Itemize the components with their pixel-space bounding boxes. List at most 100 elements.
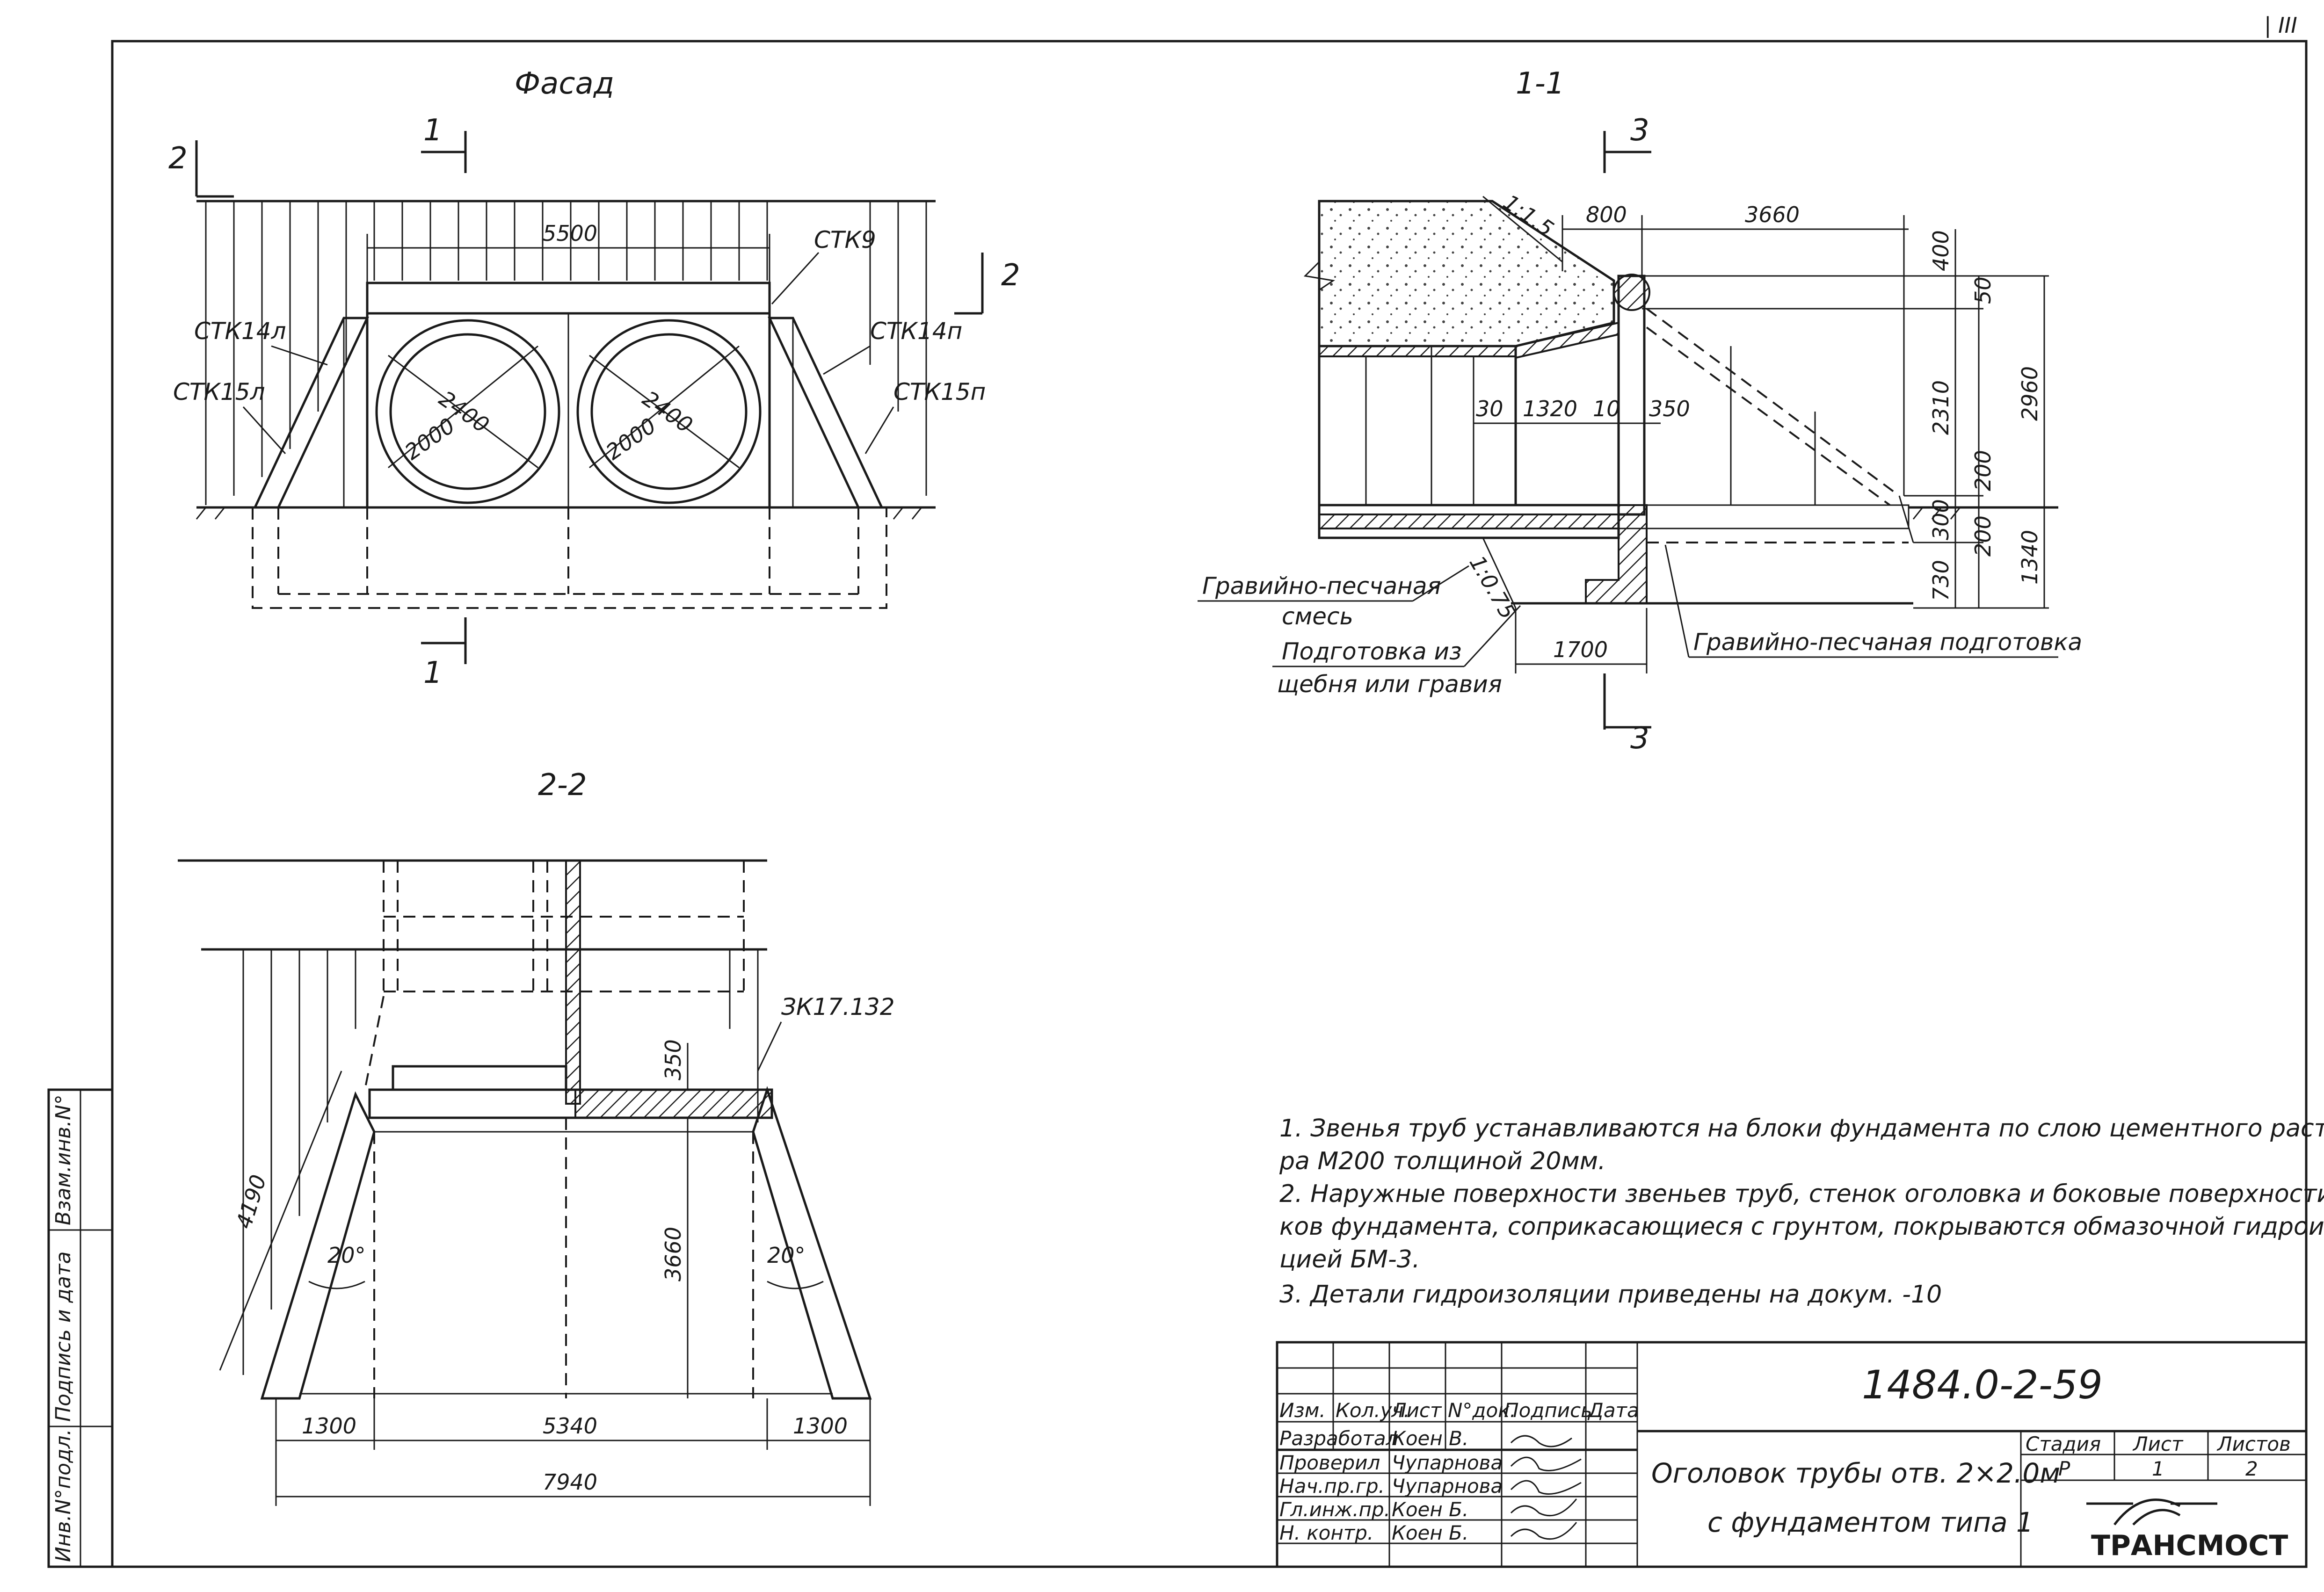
tb-name-1: Чупарнова [1392,1451,1503,1474]
tb-stage-label: Стадия [2026,1433,2101,1455]
dim-inner-d-right: 2000 [601,413,661,465]
slope-bottom: 1:0.75 [1464,551,1520,623]
label-stk9: СТК9 [814,226,876,253]
label-stk14p: СТК14п [870,318,962,345]
label-gravel-mix-2: смесь [1282,603,1353,630]
note-line-6: 3. Детали гидроизоляции приведены на док… [1279,1281,1942,1309]
section-mark-3-top: 3 [1603,113,1651,173]
pipe-body [1318,345,1517,507]
section-mark-2-left: 2 [168,140,234,198]
facade-view: Фасад [168,66,1020,690]
note-line-4: ков фундамента, соприкасающиеся с грунто… [1279,1213,2324,1241]
ground-ticks-facade [196,507,922,520]
dim-350: 350 [1649,396,1690,421]
tb-head-list: Лист [1391,1399,1442,1422]
label-prep-1: Подготовка из [1282,638,1462,665]
svg-text:2: 2 [168,141,188,176]
tb-sheets-label: Листов [2216,1433,2291,1455]
signatures [1510,1435,1582,1540]
facade-foundation [252,507,887,609]
logo-text: ТРАНСМОСТ [2091,1529,2288,1562]
label-gravel-prep: Гравийно-песчаная подготовка [1693,629,2082,656]
tb-doc-code: 1484.0-2-59 [1862,1362,2103,1408]
pipe-right-inner [590,333,748,490]
label-stk14l: СТК14л [194,318,286,345]
tb-name-4: Коен Б. [1392,1521,1468,1544]
dim-1320: 1320 [1523,396,1577,421]
dim-1300-left: 1300 [302,1413,356,1439]
svg-text:3: 3 [1630,113,1649,148]
tb-head-sign: Подпись [1504,1399,1592,1422]
section-mark-1-top: 1 [421,113,467,173]
dim-v1340: 1340 [2017,530,2042,585]
note-line-5: цией БМ-3. [1279,1245,1420,1274]
svg-text:1: 1 [423,656,443,690]
label-stk15p: СТК15п [893,378,986,405]
dim-v350-2: 350 [661,1039,686,1080]
angle-right: 20° [767,1243,806,1268]
pipe-outline-dashed [364,861,745,1090]
dim-inner-d-left: 2000 [400,413,459,465]
dim-3660-top: 3660 [1745,202,1800,227]
tb-role-2: Нач.пр.гр. [1279,1475,1385,1498]
dim-30: 30 [1476,396,1503,421]
tb-name-line2: с фундаментом типа 1 [1707,1506,2034,1538]
dim-v730: 730 [1928,560,1954,601]
side-stamp-repl: Взам.инв.N° [51,1094,75,1225]
svg-text:3: 3 [1630,721,1649,756]
facade-title: Фасад [515,66,614,101]
notes-block: 1. Звенья труб устанавливаются на блоки … [1279,1114,2324,1309]
dim-800: 800 [1586,202,1627,227]
dim-10: 10 [1593,396,1620,421]
title-block: Изм. Кол.уч. Лист N°док. Подпись Дата Ра… [1276,1341,2308,1568]
note-line-1: 1. Звенья труб устанавливаются на блоки … [1279,1114,2324,1143]
side-stamp-inv: Инв.N°подл. [51,1429,75,1562]
dim-v200a: 200 [1970,450,1996,491]
tb-sheet: 1 [2152,1457,2164,1480]
tb-head-izm: Изм. [1279,1399,1326,1422]
wing-wall-2-2-left [260,1091,376,1400]
dim-7940: 7940 [543,1469,597,1495]
tb-role-1: Проверил [1279,1451,1380,1474]
label-stk15l: СТК15л [173,378,265,405]
tb-sheets: 2 [2245,1457,2258,1480]
section-2-2-title: 2-2 [538,768,587,803]
tb-sheet-label: Лист [2132,1433,2184,1455]
pipe-left-inner [389,333,546,490]
pipe-right-outer [576,319,762,504]
tb-head-kol: Кол.уч. [1336,1399,1410,1422]
sheet-frame [111,40,2308,1568]
svg-text:2: 2 [1001,258,1020,293]
dim-v2310: 2310 [1928,380,1954,435]
tb-name-2: Чупарнова [1392,1475,1503,1498]
facade-fill-lines [205,201,927,505]
tb-name-3: Коен Б. [1392,1498,1468,1521]
section-mark-2-right: 2 [954,253,1020,315]
dim-v200b: 200 [1970,515,1996,557]
pipe-left-outer [375,319,560,504]
tb-head-doc: N°док. [1448,1399,1516,1422]
label-prep-2: щебня или гравия [1277,671,1502,698]
note-line-3: 2. Наружные поверхности звеньев труб, ст… [1279,1180,2324,1208]
note-line-2: ра М200 толщиной 20мм. [1279,1147,1605,1175]
angle-left: 20° [327,1243,366,1268]
label-zk: ЗК17.132 [781,993,895,1020]
wing-wall-right [768,317,884,509]
dim-v300: 300 [1928,499,1954,540]
section-mark-1-bottom: 1 [421,617,467,690]
label-gravel-mix-1: Гравийно-песчаная [1202,572,1441,600]
dim-5340: 5340 [543,1413,597,1439]
transmost-logo: ТРАНСМОСТ [2086,1498,2288,1562]
side-stamp-sign: Подпись и дата [51,1252,75,1422]
wing-wall-2-2-right [752,1086,872,1400]
tb-role-4: Н. контр. [1279,1521,1373,1544]
dim-1300-right: 1300 [793,1413,848,1439]
dim-v2960: 2960 [2017,366,2042,421]
section-head-wall [1617,275,1646,516]
section-1-1-view: 1-1 [1198,66,2082,756]
section-2-2-view: 2-2 ЗК17.132 [178,768,895,1506]
dim-v3660-2: 3660 [661,1227,686,1281]
dim-v400: 400 [1928,230,1954,271]
section-mark-3-bottom: 3 [1603,673,1651,756]
